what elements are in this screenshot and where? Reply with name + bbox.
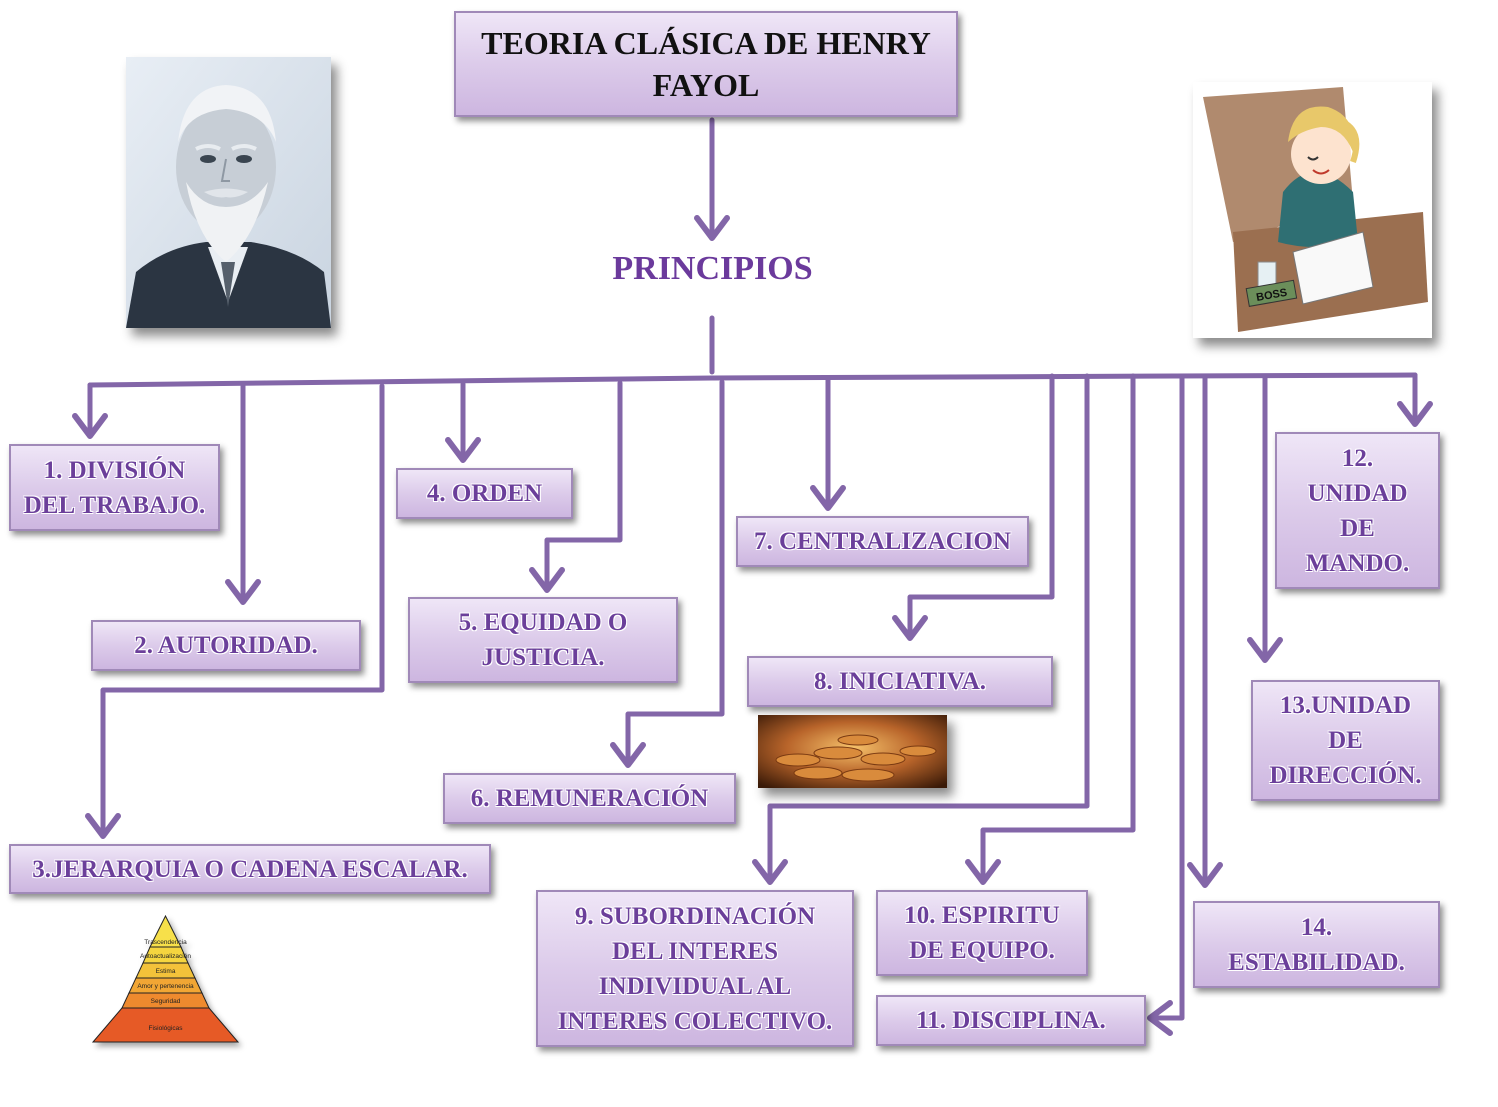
principle-4-box: 4. ORDEN xyxy=(396,468,573,519)
principle-11-label: 11. DISCIPLINA. xyxy=(916,1007,1106,1034)
principle-2-label: 2. AUTORIDAD. xyxy=(134,632,318,659)
boss-label: BOSS xyxy=(1255,287,1288,304)
principle-7-label: 7. CENTRALIZACION xyxy=(754,528,1011,555)
principle-1-label: 1. DIVISIÓN DEL TRABAJO. xyxy=(23,456,206,519)
fayol-portrait xyxy=(126,57,331,328)
principle-3-box: 3.JERARQUIA O CADENA ESCALAR. xyxy=(9,844,491,894)
principle-7-box: 7. CENTRALIZACION xyxy=(736,516,1029,567)
maslow-pyramid: Trascendencia Autoactualización Estima A… xyxy=(88,912,243,1046)
boss-clipart: BOSS xyxy=(1193,82,1432,338)
principle-10-label: 10. ESPIRITU DE EQUIPO. xyxy=(904,902,1060,964)
principle-6-label: 6. REMUNERACIÓN xyxy=(470,785,709,812)
principle-14-box: 14. ESTABILIDAD. xyxy=(1193,901,1440,988)
pyramid-level-2: Autoactualización xyxy=(140,953,191,960)
arrow-5 xyxy=(529,380,623,593)
principle-8-label: 8. INICIATIVA. xyxy=(813,668,987,695)
arrow-3 xyxy=(85,383,385,839)
title-box: TEORIA CLÁSICA DE HENRY FAYOL xyxy=(454,11,958,117)
principle-6-box: 6. REMUNERACIÓN xyxy=(443,773,736,824)
principle-2-box: 2. AUTORIDAD. xyxy=(91,620,361,671)
principle-5-box: 5. EQUIDAD O JUSTICIA. xyxy=(408,597,678,683)
pyramid-level-4: Amor y pertenencia xyxy=(137,983,194,990)
principle-4-label: 4. ORDEN xyxy=(426,480,543,507)
principle-14-label: 14. ESTABILIDAD. xyxy=(1228,913,1405,976)
principle-13-label: 13.UNIDAD DE DIRECCIÓN. xyxy=(1269,692,1422,789)
arrow-8 xyxy=(892,373,1055,641)
principle-10-box: 10. ESPIRITU DE EQUIPO. xyxy=(876,890,1088,976)
pyramid-level-6: Fisiológicas xyxy=(149,1025,184,1032)
principle-12-box: 12. UNIDAD DE MANDO. xyxy=(1275,432,1440,589)
arrow-11 xyxy=(1147,373,1185,1036)
principle-11-box: 11. DISCIPLINA. xyxy=(876,995,1146,1046)
arrow-6 xyxy=(610,379,725,768)
principle-13-box: 13.UNIDAD DE DIRECCIÓN. xyxy=(1251,680,1440,801)
principle-5-label: 5. EQUIDAD O JUSTICIA. xyxy=(458,609,628,671)
principle-1-box: 1. DIVISIÓN DEL TRABAJO. xyxy=(9,444,220,531)
arrow-9 xyxy=(752,373,1090,885)
principle-8-box: 8. INICIATIVA. xyxy=(747,656,1053,707)
coins-photo xyxy=(758,715,947,788)
title-text: TEORIA CLÁSICA DE HENRY FAYOL xyxy=(481,25,931,103)
horizontal-bus xyxy=(87,372,1418,388)
principle-9-box: 9. SUBORDINACIÓN DEL INTERES INDIVIDUAL … xyxy=(536,890,854,1047)
pyramid-level-3: Estima xyxy=(156,968,176,975)
principle-3-label: 3.JERARQUIA O CADENA ESCALAR. xyxy=(32,855,468,883)
principle-12-label: 12. UNIDAD DE MANDO. xyxy=(1305,444,1410,577)
pyramid-level-1: Trascendencia xyxy=(144,939,187,946)
principios-heading: PRINCIPIOS xyxy=(612,250,813,287)
arrow-10 xyxy=(965,373,1136,885)
pyramid-level-5: Seguridad xyxy=(151,998,181,1005)
principle-9-label: 9. SUBORDINACIÓN DEL INTERES INDIVIDUAL … xyxy=(557,902,833,1035)
